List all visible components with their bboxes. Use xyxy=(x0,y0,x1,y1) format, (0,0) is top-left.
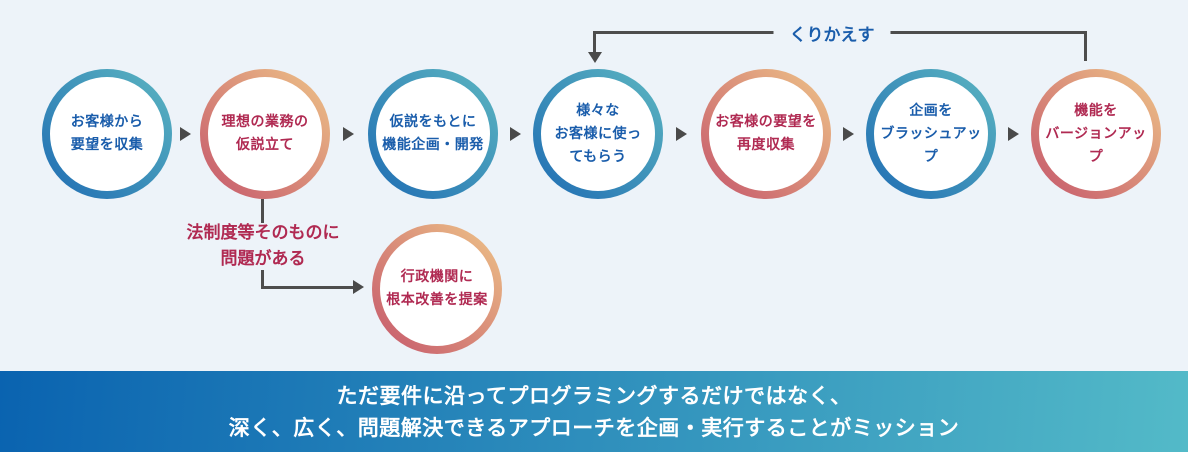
mission-banner: ただ要件に沿ってプログラミングするだけではなく、 深く、広く、問題解決できるアプ… xyxy=(0,371,1188,452)
branch-elbow-horizontal-line xyxy=(261,286,353,289)
flow-arrow-6-icon xyxy=(1008,127,1019,141)
branch-step-circle: 行政機関に 根本改善を提案 xyxy=(372,224,502,354)
step-7-circle: 機能を バージョンアップ xyxy=(1031,69,1161,199)
step-2-circle: 理想の業務の 仮説立て xyxy=(200,69,330,199)
branch-step-label: 行政機関に 根本改善を提案 xyxy=(386,269,488,308)
mission-line-1: ただ要件に沿ってプログラミングするだけではなく、 xyxy=(336,383,852,408)
step-5-face: お客様の要望を 再度収集 xyxy=(709,77,823,191)
step-7-label: 機能を バージョンアップ xyxy=(1045,102,1147,165)
branch-stem-line xyxy=(261,199,264,223)
step-6-label: 企画を ブラッシュアップ xyxy=(880,102,982,165)
process-flow-diagram: くりかえす お客様から 要望を収集 理想の業務の 仮説立て 仮説をもとに 機能企… xyxy=(0,0,1188,371)
step-7-face: 機能を バージョンアップ xyxy=(1039,77,1153,191)
step-4-label: 様々な お客様に使っ てもらう xyxy=(554,102,642,165)
repeat-loop-right-line xyxy=(1084,31,1087,61)
mission-line-2: 深く、広く、問題解決できるアプローチを企画・実行することがミッション xyxy=(228,415,960,440)
step-5-circle: お客様の要望を 再度収集 xyxy=(701,69,831,199)
flow-arrow-1-icon xyxy=(180,127,191,141)
step-3-face: 仮説をもとに 機能企画・開発 xyxy=(376,77,490,191)
step-4-face: 様々な お客様に使っ てもらう xyxy=(541,77,655,191)
branch-elbow-vertical-line xyxy=(261,270,264,289)
repeat-label: くりかえす xyxy=(773,20,891,46)
step-2-label: 理想の業務の 仮説立て xyxy=(221,114,309,153)
step-2-face: 理想の業務の 仮説立て xyxy=(208,77,322,191)
step-1-label: お客様から 要望を収集 xyxy=(70,114,144,153)
branch-note: 法制度等そのものに 問題がある xyxy=(186,223,340,269)
flow-arrow-3-icon xyxy=(510,127,521,141)
branch-step-face: 行政機関に 根本改善を提案 xyxy=(380,232,494,346)
repeat-loop-arrowhead-icon xyxy=(588,52,602,63)
step-6-circle: 企画を ブラッシュアップ xyxy=(866,69,996,199)
branch-arrowhead-icon xyxy=(353,280,364,294)
step-1-circle: お客様から 要望を収集 xyxy=(42,69,172,199)
repeat-loop-left-line xyxy=(593,31,596,53)
flow-arrow-5-icon xyxy=(843,127,854,141)
step-3-circle: 仮説をもとに 機能企画・開発 xyxy=(368,69,498,199)
flow-arrow-4-icon xyxy=(676,127,687,141)
flow-arrow-2-icon xyxy=(343,127,354,141)
step-5-label: お客様の要望を 再度収集 xyxy=(715,114,817,153)
step-4-circle: 様々な お客様に使っ てもらう xyxy=(533,69,663,199)
step-3-label: 仮説をもとに 機能企画・開発 xyxy=(382,114,484,153)
step-6-face: 企画を ブラッシュアップ xyxy=(874,77,988,191)
step-1-face: お客様から 要望を収集 xyxy=(50,77,164,191)
